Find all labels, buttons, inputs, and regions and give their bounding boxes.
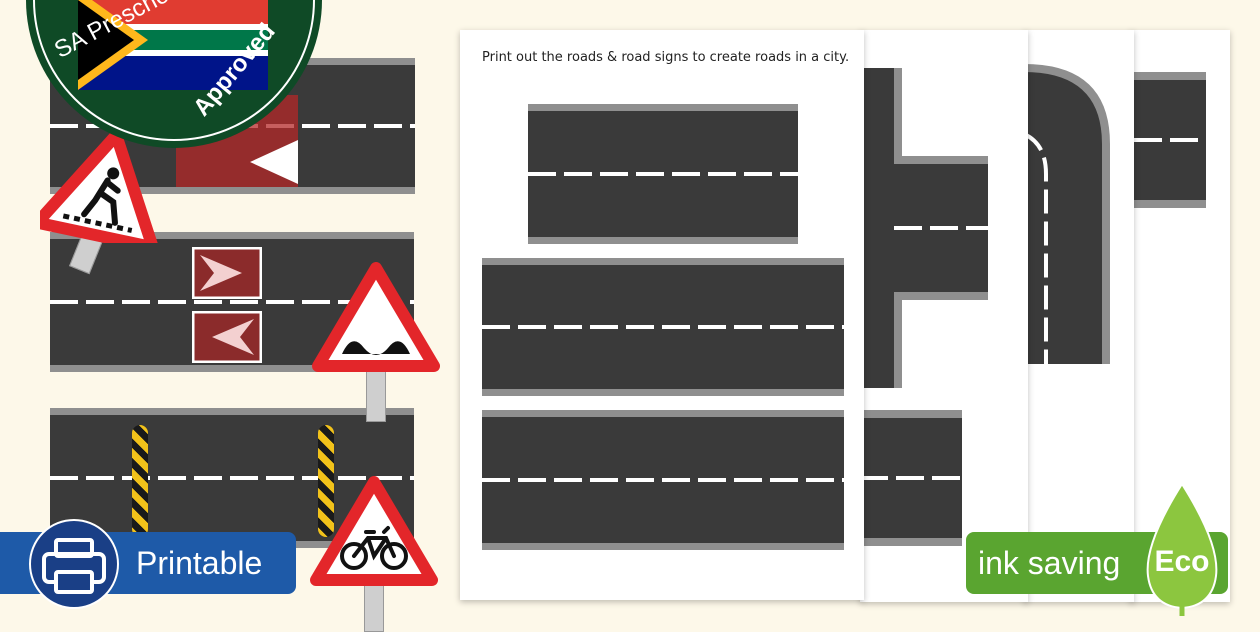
sheet-back-3 xyxy=(1024,30,1134,602)
t-junction-branch xyxy=(894,156,988,300)
curved-road xyxy=(1024,64,1110,364)
pedestrian-crossing-sign-icon xyxy=(40,129,159,243)
ink-saving-label: ink saving xyxy=(978,545,1121,581)
bicycle-sign-pole xyxy=(364,584,384,632)
sheet-back-2 xyxy=(860,30,1028,602)
sheet-front: Print out the roads & road signs to crea… xyxy=(460,30,864,600)
hazard-marker-post xyxy=(318,425,334,537)
lane-markings xyxy=(860,476,962,480)
chevron-arrow-sign-icon xyxy=(192,311,262,363)
left-road-2 xyxy=(50,232,414,372)
hazard-marker-post xyxy=(132,425,148,537)
white-arrow-icon xyxy=(250,140,298,184)
sheet-road-2 xyxy=(482,258,844,396)
printer-icon xyxy=(29,519,119,609)
lane-markings xyxy=(528,172,798,176)
lane-markings xyxy=(482,325,844,329)
eco-label: Eco xyxy=(1154,545,1210,578)
lane-markings xyxy=(1134,138,1206,142)
sheet-road xyxy=(1134,72,1206,208)
lane-markings xyxy=(894,226,988,230)
sheet-road-1 xyxy=(528,104,798,244)
speed-bump-sign-pole xyxy=(366,370,386,422)
leaf-icon xyxy=(1146,482,1218,616)
printable-label: Printable xyxy=(136,545,263,581)
sheet-road-3 xyxy=(482,410,844,550)
sheet-road xyxy=(860,410,962,546)
lane-markings xyxy=(50,300,414,304)
speed-bump-sign-icon xyxy=(312,262,440,372)
sheet-instruction: Print out the roads & road signs to crea… xyxy=(482,50,850,65)
lane-markings xyxy=(482,478,844,482)
chevron-arrow-sign-icon xyxy=(192,247,262,299)
bicycle-sign-icon xyxy=(310,476,438,586)
south-africa-flag-icon xyxy=(78,0,268,90)
lane-markings xyxy=(50,476,414,480)
